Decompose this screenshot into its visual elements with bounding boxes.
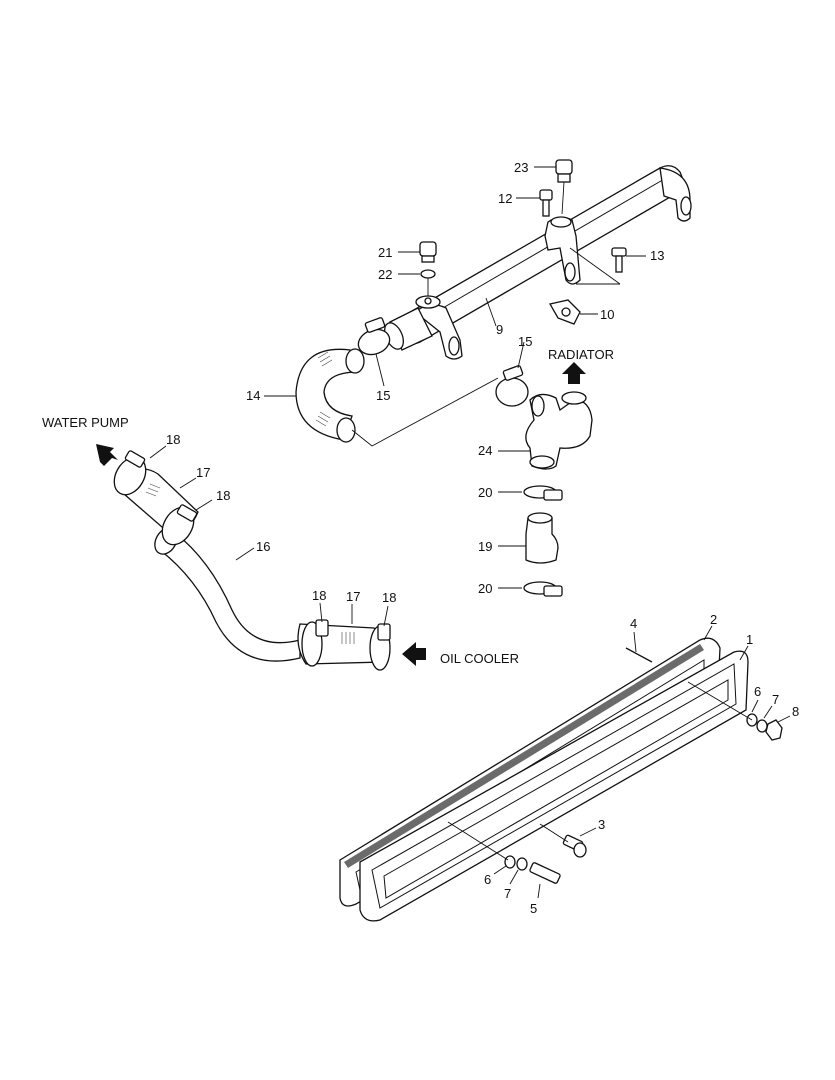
callout-10: 10: [600, 307, 614, 322]
hose-clamp-18-c: [301, 619, 329, 667]
callout-20-upper: 20: [478, 485, 492, 500]
bolt-13: [569, 247, 627, 285]
thermostat-housing-24: [525, 391, 593, 470]
callout-18-a: 18: [166, 432, 180, 447]
callout-2: 2: [710, 612, 717, 627]
callout-20-lower: 20: [478, 581, 492, 596]
callout-18-c: 18: [312, 588, 326, 603]
callout-18-d: 18: [382, 590, 396, 605]
callout-6-right: 6: [754, 684, 761, 699]
callout-12: 12: [498, 191, 512, 206]
water-manifold-pipe: [383, 165, 692, 360]
radiator-arrow: [562, 362, 586, 384]
radiator-label: RADIATOR: [548, 347, 614, 362]
nut-8: [687, 681, 783, 741]
callout-17-upper: 17: [196, 465, 210, 480]
hose-clamp-18-d: [369, 623, 391, 671]
callout-7-right: 7: [772, 692, 779, 707]
bolt-3: [539, 823, 587, 858]
plug-21: [419, 241, 437, 263]
water-pump-arrow: [96, 444, 118, 466]
callout-8: 8: [792, 704, 799, 719]
callout-7-left: 7: [504, 886, 511, 901]
hose-clamp-18-b: [161, 504, 198, 546]
oil-cooler-label: OIL COOLER: [440, 651, 519, 666]
callout-21: 21: [378, 245, 392, 260]
callout-9: 9: [496, 322, 503, 337]
callout-17-lower: 17: [346, 589, 360, 604]
washer-7-right: [756, 719, 768, 733]
bolt-12: [539, 189, 553, 217]
water-pump-label: WATER PUMP: [42, 415, 129, 430]
clip-10: [548, 299, 581, 325]
callout-19: 19: [478, 539, 492, 554]
callout-24: 24: [478, 443, 492, 458]
callout-23: 23: [514, 160, 528, 175]
callout-5: 5: [530, 901, 537, 916]
stud-4: [625, 647, 653, 663]
hose-clamp-20-upper: [523, 485, 563, 501]
hose-clamp-15-lower: [495, 365, 529, 407]
hose-clamp-18-a: [113, 450, 147, 496]
hose-clamp-20-lower: [523, 581, 563, 597]
callout-18-b: 18: [216, 488, 230, 503]
washer-7-left: [516, 857, 528, 871]
callout-15-left: 15: [376, 388, 390, 403]
callout-22: 22: [378, 267, 392, 282]
side-cover-1: [359, 650, 749, 922]
callout-15-right: 15: [518, 334, 532, 349]
elbow-hose-14: [295, 348, 365, 443]
callout-4: 4: [630, 616, 637, 631]
washer-6-left: [504, 855, 516, 869]
callout-14: 14: [246, 388, 260, 403]
hose-clamp-15-upper: [357, 317, 391, 356]
straight-hose-19: [525, 512, 559, 564]
callout-leaders: [149, 166, 791, 899]
stud-5: [447, 821, 561, 884]
callout-6-left: 6: [484, 872, 491, 887]
oil-cooler-arrow: [402, 642, 426, 666]
callout-13: 13: [650, 248, 664, 263]
plug-23: [555, 159, 573, 215]
callout-1: 1: [746, 632, 753, 647]
o-ring-22: [420, 269, 436, 296]
callout-3: 3: [598, 817, 605, 832]
callout-16: 16: [256, 539, 270, 554]
